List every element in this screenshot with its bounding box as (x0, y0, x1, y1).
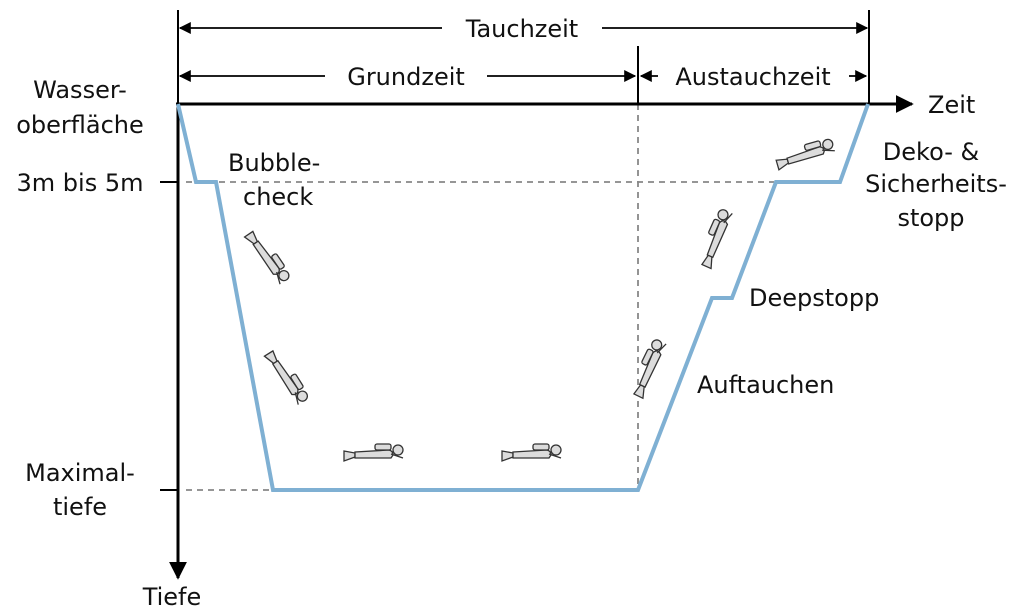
dimension-lines (177, 10, 870, 104)
diver-icon (243, 226, 293, 287)
guide-lines (186, 104, 774, 491)
surface-label-line2: oberfläche (16, 111, 144, 139)
labels: Tauchzeit Grundzeit Austauchzeit Zeit Ti… (16, 15, 1007, 611)
divers (243, 136, 837, 462)
depth-axis-label: Tiefe (142, 583, 202, 611)
diver-icon (773, 136, 837, 171)
bottom-time-label: Grundzeit (347, 63, 465, 91)
deco-stop-label-line2: Sicherheits- (865, 170, 1007, 198)
bubble-check-label-line2: check (243, 183, 313, 211)
deepstop-label: Deepstopp (749, 284, 879, 312)
deco-stop-label-line1: Deko- & (883, 138, 979, 166)
bubble-check-label-line1: Bubble- (228, 149, 320, 177)
dive-time-label: Tauchzeit (465, 15, 578, 43)
diver-icon (343, 443, 404, 462)
surface-label-line1: Wasser- (33, 76, 127, 104)
shallow-depth-label: 3m bis 5m (17, 169, 144, 197)
diver-icon (263, 346, 311, 407)
ascent-time-label: Austauchzeit (675, 63, 830, 91)
diver-icon (501, 443, 562, 462)
max-depth-label-line2: tiefe (53, 493, 107, 521)
ascent-label: Auftauchen (697, 371, 834, 399)
dive-profile-line (176, 103, 870, 492)
diver-icon (626, 337, 670, 399)
max-depth-label-line1: Maximal- (25, 459, 135, 487)
deco-stop-label-line3: stopp (897, 204, 964, 232)
time-axis-label: Zeit (928, 91, 975, 119)
diver-icon (694, 207, 736, 270)
axes (160, 95, 914, 580)
